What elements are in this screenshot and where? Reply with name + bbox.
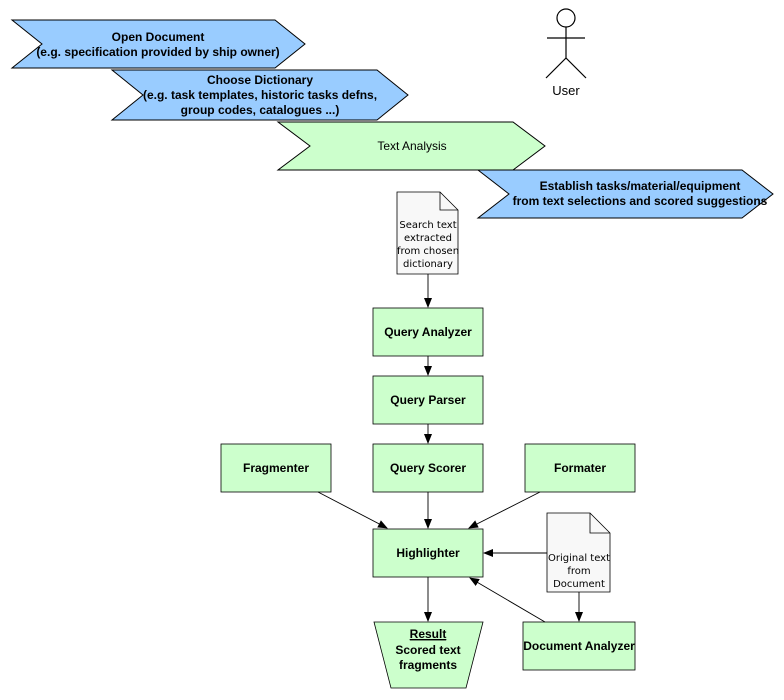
note-original-text: Original text from Document (546, 512, 611, 593)
note-search-text-line1: Search text (399, 220, 456, 231)
step-establish-tasks: Establish tasks/material/equipment from … (476, 169, 774, 219)
connectors (317, 274, 583, 623)
note-search-text-line4: dictionary (403, 259, 453, 270)
note-search-text-line3: from chosen (397, 246, 459, 257)
step-text-analysis-title: Text Analysis (377, 139, 446, 153)
user-actor: User (545, 8, 587, 98)
note-search-text-line2: extracted (404, 233, 452, 244)
step-establish-tasks-title: Establish tasks/material/equipment (540, 179, 741, 193)
arrow-document-analyzer-to-highlighter (469, 577, 546, 623)
result-title: Result (410, 627, 447, 641)
label-fragmenter: Fragmenter (243, 461, 309, 475)
arrow-formater-to-highlighter (468, 491, 541, 529)
box-query-analyzer: Query Analyzer (372, 307, 484, 357)
box-formater: Formater (524, 443, 636, 493)
result-output: Result Scored text fragments (373, 621, 484, 689)
label-document-analyzer: Document Analyzer (523, 639, 635, 653)
note-original-text-line2: from (567, 566, 590, 577)
note-original-text-line1: Original text (548, 553, 610, 564)
step-choose-dictionary-line2: (e.g. task templates, historic tasks def… (143, 88, 377, 102)
user-label: User (552, 83, 580, 98)
step-open-document-subtitle: (e.g. specification provided by ship own… (36, 45, 279, 59)
box-highlighter: Highlighter (372, 528, 484, 578)
label-highlighter: Highlighter (396, 546, 460, 560)
result-line1: Scored text (395, 643, 460, 657)
arrow-fragmenter-to-highlighter (317, 491, 388, 529)
result-line2: fragments (399, 658, 457, 672)
step-open-document: Open Document (e.g. specification provid… (10, 19, 306, 69)
box-query-scorer: Query Scorer (372, 443, 484, 493)
step-establish-tasks-subtitle: from text selections and scored suggesti… (513, 194, 768, 208)
label-query-analyzer: Query Analyzer (384, 325, 472, 339)
box-query-parser: Query Parser (372, 375, 484, 425)
step-choose-dictionary-title: Choose Dictionary (207, 73, 313, 87)
step-open-document-title: Open Document (112, 30, 205, 44)
step-choose-dictionary: Choose Dictionary (e.g. task templates, … (110, 69, 409, 121)
box-fragmenter: Fragmenter (220, 443, 332, 493)
step-text-analysis: Text Analysis (276, 121, 546, 171)
label-formater: Formater (554, 461, 606, 475)
box-document-analyzer: Document Analyzer (522, 621, 636, 671)
label-query-scorer: Query Scorer (390, 461, 466, 475)
note-original-text-line3: Document (553, 579, 605, 590)
stick-figure-icon (545, 8, 587, 79)
step-choose-dictionary-line3: group codes, catalogues ...) (181, 103, 340, 117)
note-search-text: Search text extracted from chosen dictio… (396, 191, 459, 275)
label-query-parser: Query Parser (390, 393, 466, 407)
